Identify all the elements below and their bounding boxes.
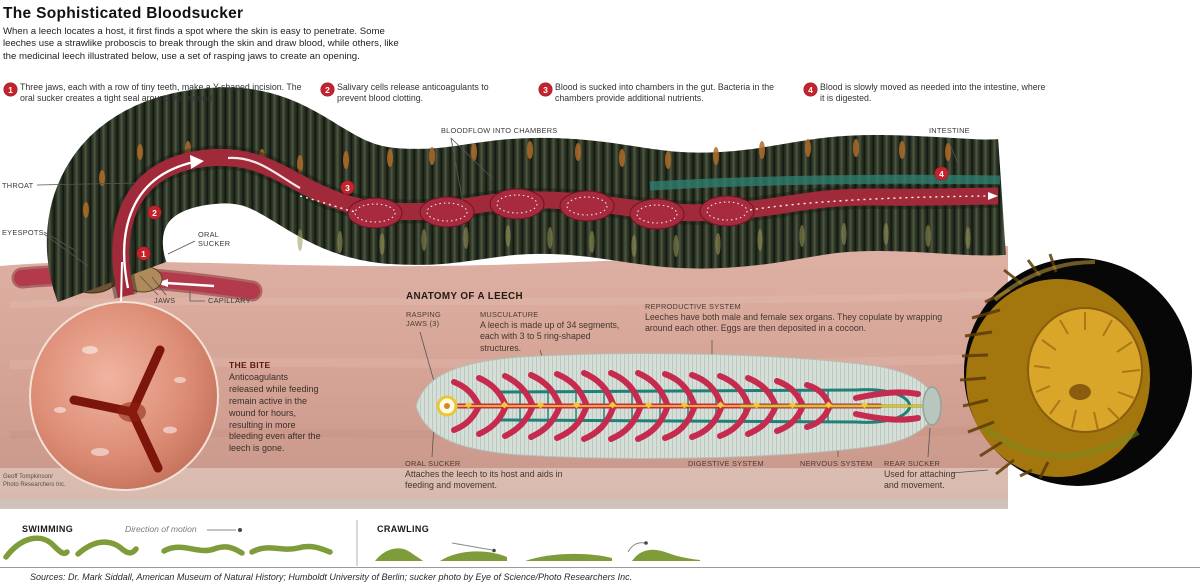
step-2-text: Salivary cells release anticoagulants to…	[337, 82, 489, 104]
musculature-text: A leech is made up of 34 segments, each …	[480, 320, 620, 353]
step-4-text: Blood is slowly moved as needed into the…	[820, 82, 1046, 104]
bite-title: THE BITE	[229, 360, 271, 370]
anatomy-leech	[415, 353, 942, 459]
sources-line: Sources: Dr. Mark Siddall, American Muse…	[30, 572, 633, 582]
anatomy-title: ANATOMY OF A LEECH	[406, 291, 523, 302]
marker-4-badge: 4	[935, 167, 948, 180]
label-rasping-jaws: RASPING JAWS (3)	[406, 310, 442, 329]
label-throat: THROAT	[2, 181, 34, 190]
intro-paragraph: When a leech locates a host, it first fi…	[3, 26, 399, 62]
label-oral-sucker: ORAL SUCKER	[198, 230, 231, 249]
label-anatomy-oral-sucker: ORAL SUCKER	[405, 459, 461, 468]
anatomy-rear-sucker	[922, 386, 942, 426]
photo-credit: Geoff Tompkinson/ Photo Researchers Inc.	[3, 474, 66, 488]
step-1-badge: 1	[4, 83, 17, 96]
intestine-stripe	[649, 174, 1001, 191]
crawling-arrows	[451, 541, 648, 553]
step-3-text: Blood is sucked into chambers in the gut…	[555, 82, 775, 104]
crawling-figures	[375, 548, 700, 561]
label-capillary: CAPILLARY	[208, 296, 251, 305]
page-title: The Sophisticated Bloodsucker	[3, 5, 244, 22]
bite-photo	[29, 261, 219, 491]
label-reproductive: REPRODUCTIVE SYSTEM	[645, 302, 741, 311]
rear-sucker-text: Used for attaching and movement.	[884, 469, 956, 491]
step-3-badge: 3	[539, 83, 552, 96]
label-digestive-system: DIGESTIVE SYSTEM	[688, 459, 764, 468]
direction-of-motion-label: Direction of motion	[125, 524, 197, 534]
label-nervous-system: NERVOUS SYSTEM	[800, 459, 873, 468]
reproductive-text: Leeches have both male and female sex or…	[645, 312, 943, 334]
sucker-photo	[959, 253, 1192, 486]
marker-3-badge: 3	[341, 181, 354, 194]
gut-chambers	[347, 188, 755, 230]
swimming-label: SWIMMING	[22, 524, 74, 534]
label-musculature: MUSCULATURE	[480, 310, 539, 319]
gut-channel	[108, 145, 999, 299]
label-jaws: JAWS	[154, 296, 176, 305]
marker-2-badge: 2	[148, 206, 161, 219]
step-1-text: Three jaws, each with a row of tiny teet…	[20, 82, 302, 104]
label-eyespots: EYESPOTS	[2, 228, 44, 237]
nervous-system-art	[448, 401, 926, 409]
swimming-figures	[3, 535, 333, 560]
label-bloodflow: BLOODFLOW INTO CHAMBERS	[441, 126, 558, 135]
step-2-badge: 2	[321, 83, 334, 96]
label-intestine: INTESTINE	[929, 126, 970, 135]
label-rear-sucker: REAR SUCKER	[884, 459, 941, 468]
direction-arrow	[207, 528, 242, 532]
anatomy-oral-sucker-text: Attaches the leech to its host and aids …	[405, 469, 563, 491]
bite-text: Anticoagulants released while feeding re…	[229, 372, 321, 454]
olive-spots	[297, 223, 971, 257]
step-4-badge: 4	[804, 83, 817, 96]
crawling-label: CRAWLING	[377, 524, 430, 534]
marker-1-badge: 1	[137, 247, 150, 260]
